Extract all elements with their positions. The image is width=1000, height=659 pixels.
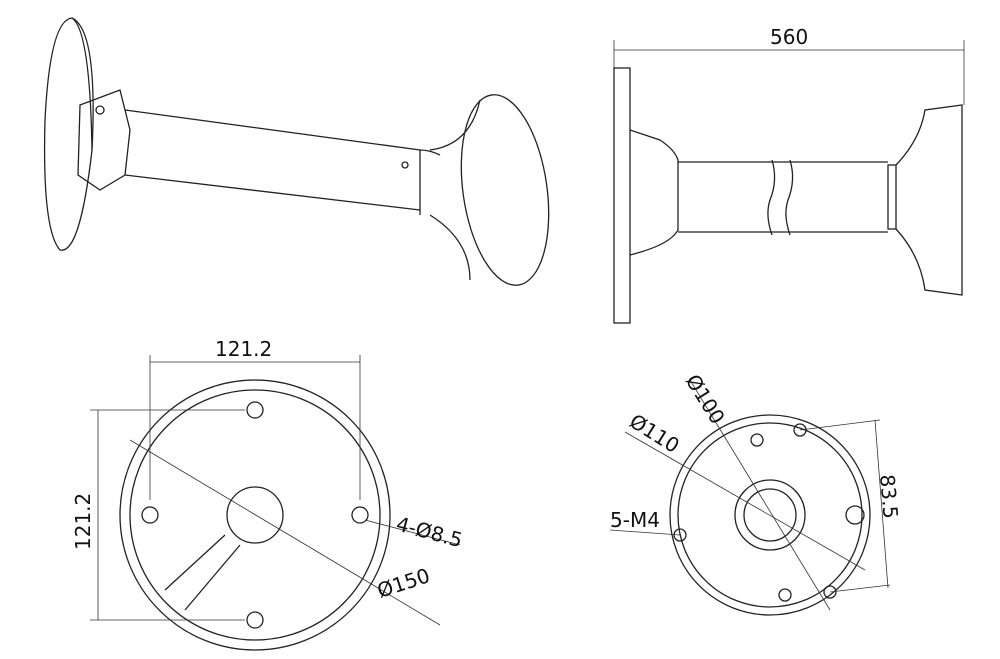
dim-inner-diameter-100: Ø100 <box>681 370 730 428</box>
dim-base-diameter: Ø150 <box>374 563 433 602</box>
dim-hole-spacing: 83.5 <box>875 473 903 519</box>
dim-base-height: 121.2 <box>71 493 95 550</box>
dim-base-width: 121.2 <box>215 337 272 361</box>
base-bottom-view: 121.2 121.2 4-Ø8.5 Ø150 <box>71 337 465 651</box>
dim-screw-holes: 5-M4 <box>610 508 660 532</box>
dim-inner-diameter-110: Ø110 <box>625 409 683 458</box>
bracket-side-view: 560 <box>613 25 965 324</box>
base-top-view: Ø100 Ø110 5-M4 83.5 <box>609 370 903 616</box>
dim-side-length: 560 <box>770 25 808 49</box>
dim-mount-holes: 4-Ø8.5 <box>394 512 465 553</box>
bracket-isometric-view <box>43 17 550 286</box>
